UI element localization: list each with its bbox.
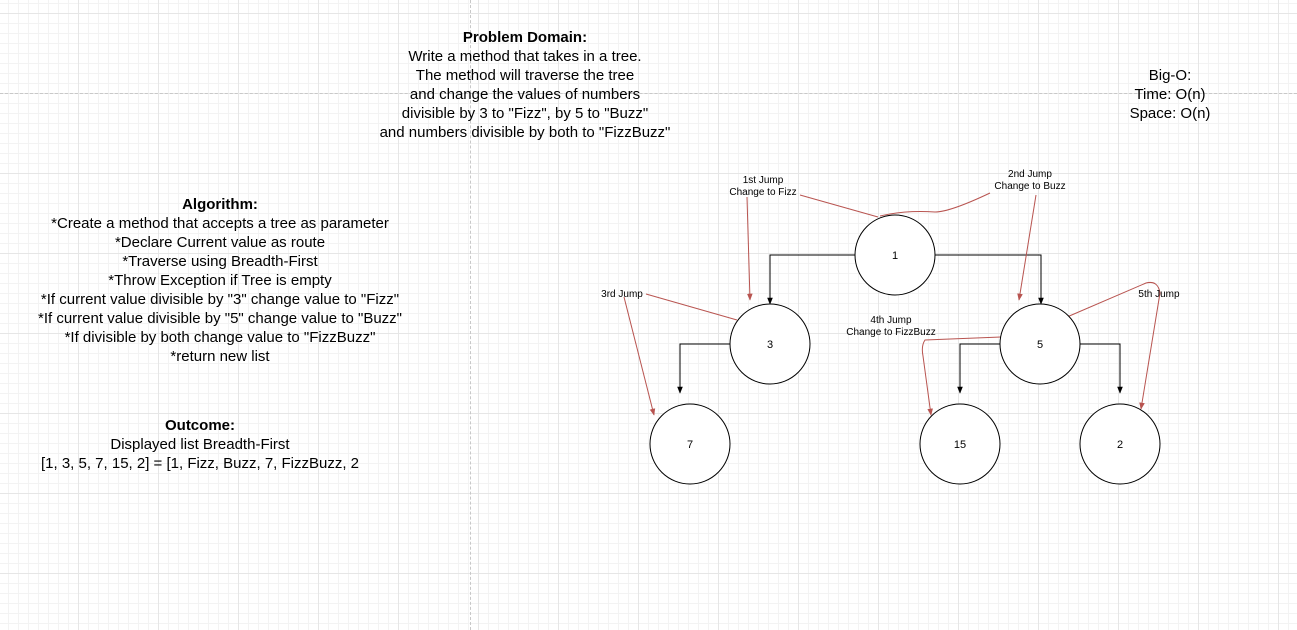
jump-1-arrow <box>746 196 753 301</box>
edge-5-to-2 <box>1080 343 1123 394</box>
problem-line: and numbers divisible by both to "FizzBu… <box>379 124 671 141</box>
tree-node-7[interactable]: 7 <box>649 403 731 485</box>
algorithm-step: *Throw Exception if Tree is empty <box>108 272 332 289</box>
algorithm-step: *return new list <box>170 348 270 365</box>
jump-4-label: 4th Jump <box>870 315 912 326</box>
algorithm-step: *Create a method that accepts a tree as … <box>51 215 389 232</box>
algorithm-step: *If current value divisible by "3" chang… <box>40 291 400 308</box>
jump-3-arrow <box>645 293 738 321</box>
jump-2-sublabel: Change to Buzz <box>994 181 1065 192</box>
jump-4-sublabel: Change to FizzBuzz <box>846 327 936 338</box>
node-value: 5 <box>1037 339 1043 351</box>
jump-2-arrow <box>879 192 991 217</box>
tree-node-1[interactable]: 1 <box>854 214 936 296</box>
outcome-block: Outcome: Displayed list Breadth-First [1… <box>15 416 385 473</box>
node-value: 1 <box>892 250 898 262</box>
node-value: 2 <box>1117 439 1123 451</box>
big-o-line: Big-O: <box>1148 67 1192 84</box>
jump-2-label: 2nd Jump <box>1008 169 1052 180</box>
tree-node-2[interactable]: 2 <box>1079 403 1161 485</box>
outcome-line: Displayed list Breadth-First <box>110 436 290 453</box>
node-value: 15 <box>954 439 966 451</box>
algorithm-step: *If divisible by both change value to "F… <box>64 329 376 346</box>
algorithm-step: *If current value divisible by "5" chang… <box>38 310 402 327</box>
outcome-line: [1, 3, 5, 7, 15, 2] = [1, Fizz, Buzz, 7,… <box>40 455 360 472</box>
problem-line: Write a method that takes in a tree. <box>408 48 642 65</box>
jump-3-arrow <box>623 296 656 416</box>
problem-line: and change the values of numbers <box>409 86 641 103</box>
edge-5-to-15 <box>957 343 1000 394</box>
jump-3-label: 3rd Jump <box>601 289 643 300</box>
tree-edges <box>677 254 1123 394</box>
big-o-line: Time: O(n) <box>1134 86 1206 103</box>
algorithm-block: Algorithm: *Create a method that accepts… <box>15 195 425 366</box>
jump-1-sublabel: Change to Fizz <box>729 187 796 198</box>
jump-2-arrow <box>1017 194 1037 301</box>
big-o-line: Space: O(n) <box>1129 105 1211 122</box>
algorithm-step: *Declare Current value as route <box>114 234 326 251</box>
jump-1-arrow <box>799 194 879 218</box>
problem-heading: Problem Domain: <box>462 29 588 46</box>
jump-labels: 1st Jump Change to Fizz 2nd Jump Change … <box>601 169 1180 338</box>
algorithm-heading: Algorithm: <box>182 196 258 213</box>
problem-line: The method will traverse the tree <box>415 67 635 84</box>
problem-domain-block: Problem Domain: Write a method that take… <box>352 28 698 142</box>
big-o-block: Big-O: Time: O(n) Space: O(n) <box>1100 66 1240 123</box>
edge-1-to-3 <box>767 254 856 305</box>
algorithm-step: *Traverse using Breadth-First <box>122 253 318 270</box>
problem-line: divisible by 3 to "Fizz", by 5 to "Buzz" <box>401 105 649 122</box>
jump-5-label: 5th Jump <box>1138 289 1180 300</box>
guide-line-horizontal <box>0 93 1297 94</box>
outcome-heading: Outcome: <box>164 417 235 434</box>
jump-arrows <box>623 192 1161 416</box>
node-value: 7 <box>687 439 693 451</box>
tree-nodes: 1 3 5 7 15 2 <box>649 214 1161 485</box>
node-value: 3 <box>767 339 773 351</box>
tree-node-15[interactable]: 15 <box>919 403 1001 485</box>
edge-3-to-7 <box>677 343 730 394</box>
edge-1-to-5 <box>935 254 1044 305</box>
jump-5-arrow <box>1066 282 1161 410</box>
tree-node-3[interactable]: 3 <box>729 303 811 385</box>
guide-line-vertical <box>470 0 471 630</box>
tree-node-5[interactable]: 5 <box>999 303 1081 385</box>
jump-1-label: 1st Jump <box>743 175 784 186</box>
jump-4-arrow <box>921 336 1002 416</box>
